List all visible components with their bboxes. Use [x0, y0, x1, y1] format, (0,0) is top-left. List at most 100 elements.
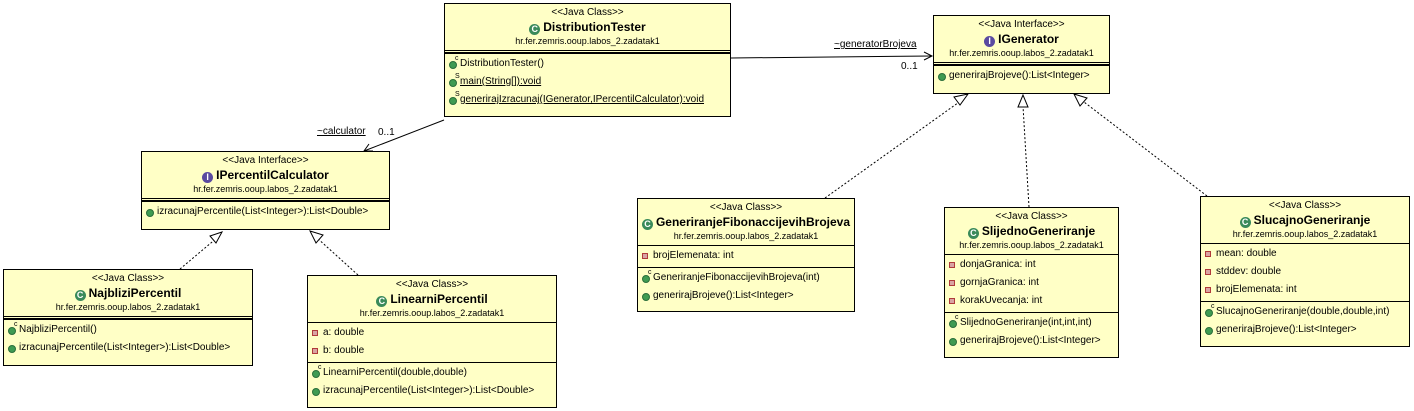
realization-slijedno-line — [1022, 105, 1030, 208]
attribute-row[interactable]: a: double — [308, 324, 556, 342]
public-method-icon — [8, 345, 16, 353]
class-name: IGenerator — [998, 32, 1059, 46]
private-field-icon — [312, 348, 318, 354]
constructor-marker: c — [14, 321, 18, 328]
attribute-row[interactable]: donjaGranica: int — [945, 256, 1118, 274]
static-marker: S — [455, 91, 460, 98]
class-icon: C — [529, 24, 541, 35]
operation-row[interactable]: generirajBrojeve():List<Integer> — [934, 67, 1109, 85]
attribute-row[interactable]: b: double — [308, 342, 556, 360]
attribute-row[interactable]: brojElemenata: int — [638, 247, 854, 265]
public-method-icon — [146, 209, 154, 217]
realization-slucajno-arrowhead — [1073, 93, 1088, 107]
stereotype: <<Java Class>> — [395, 279, 469, 290]
public-method-icon — [8, 327, 16, 335]
class-name: NajbliziPercentil — [88, 286, 182, 300]
static-marker: S — [455, 73, 460, 80]
association-calculator-role: ~calculator — [317, 126, 366, 137]
realization-linearni-arrowhead — [309, 230, 324, 244]
operation-row[interactable]: generirajBrojeve():List<Integer> — [1201, 321, 1409, 339]
private-field-icon — [949, 280, 955, 286]
class-name: GeneriranjeFibonaccijevihBrojeva — [655, 215, 851, 229]
attribute-row[interactable]: mean: double — [1201, 245, 1409, 263]
class-icon: C — [641, 219, 653, 230]
public-method-icon — [1205, 327, 1213, 335]
association-generator-role: ~generatorBrojeva — [834, 39, 917, 50]
operation-row[interactable]: generirajBrojeve():List<Integer> — [638, 287, 854, 305]
realization-fibonacci-arrowhead — [953, 93, 970, 106]
attributes-section: mean: double stddev: double brojElemenat… — [1201, 243, 1409, 301]
stereotype: <<Java Class>> — [551, 7, 624, 18]
class-icon: C — [376, 296, 388, 307]
stereotype: <<Java Class>> — [709, 202, 783, 213]
operation-row[interactable]: izracunajPercentile(List<Integer>):List<… — [4, 339, 252, 357]
class-icon: C — [74, 290, 86, 301]
association-generator-arrowhead — [923, 51, 934, 61]
operation-row[interactable]: izracunajPercentile(List<Integer>):List<… — [308, 382, 556, 400]
realization-najblizi-line — [179, 236, 219, 270]
package-name: hr.fer.zemris.ooup.labos_2.zadatak1 — [959, 240, 1104, 250]
constructor-marker: c — [318, 364, 322, 371]
operation-row[interactable]: generirajBrojeve():List<Integer> — [945, 332, 1118, 350]
stereotype: <<Java Interface>> — [978, 19, 1065, 30]
public-method-icon — [642, 275, 650, 283]
interface-icon: I — [202, 172, 214, 183]
package-name: hr.fer.zemris.ooup.labos_2.zadatak1 — [55, 302, 201, 312]
private-field-icon — [949, 298, 955, 304]
class-name: LinearniPercentil — [390, 292, 488, 306]
attributes-section — [934, 62, 1109, 65]
realization-slijedno-arrowhead — [1017, 93, 1029, 108]
association-generator-line — [730, 55, 933, 59]
constructor-marker: c — [955, 314, 959, 321]
stereotype: <<Java Class>> — [91, 273, 165, 284]
public-method-icon — [449, 97, 457, 105]
operations-section: generirajBrojeve():List<Integer> — [934, 65, 1109, 87]
association-calculator-line — [363, 119, 445, 152]
attribute-row[interactable]: stddev: double — [1201, 263, 1409, 281]
public-method-icon — [949, 320, 957, 328]
attribute-row[interactable]: gornjaGranica: int — [945, 274, 1118, 292]
attributes-section: donjaGranica: int gornjaGranica: int kor… — [945, 254, 1118, 312]
private-field-icon — [1205, 251, 1211, 257]
class-icon: C — [967, 228, 979, 239]
realization-fibonacci-line — [824, 99, 963, 199]
operation-row[interactable]: izracunajPercentile(List<Integer>):List<… — [142, 203, 389, 221]
class-name: SlijednoGeneriranje — [981, 224, 1096, 238]
package-name: hr.fer.zemris.ooup.labos_2.zadatak1 — [193, 184, 338, 194]
attribute-row[interactable]: korakUvecanja: int — [945, 292, 1118, 310]
constructor-marker: c — [455, 55, 459, 62]
attributes-section: a: double b: double — [308, 322, 556, 362]
public-method-icon — [312, 388, 320, 396]
package-name: hr.fer.zemris.ooup.labos_2.zadatak1 — [515, 36, 660, 46]
class-name: IPercentilCalculator — [216, 168, 329, 182]
interface-icon: I — [984, 36, 996, 47]
stereotype: <<Java Interface>> — [222, 155, 309, 166]
package-name: hr.fer.zemris.ooup.labos_2.zadatak1 — [949, 48, 1094, 58]
public-method-icon — [938, 73, 946, 81]
operations-section: izracunajPercentile(List<Integer>):List<… — [142, 201, 389, 223]
attribute-row[interactable]: brojElemenata: int — [1201, 281, 1409, 299]
public-method-icon — [312, 370, 320, 378]
private-field-icon — [312, 330, 318, 336]
constructor-marker: c — [1211, 303, 1215, 310]
